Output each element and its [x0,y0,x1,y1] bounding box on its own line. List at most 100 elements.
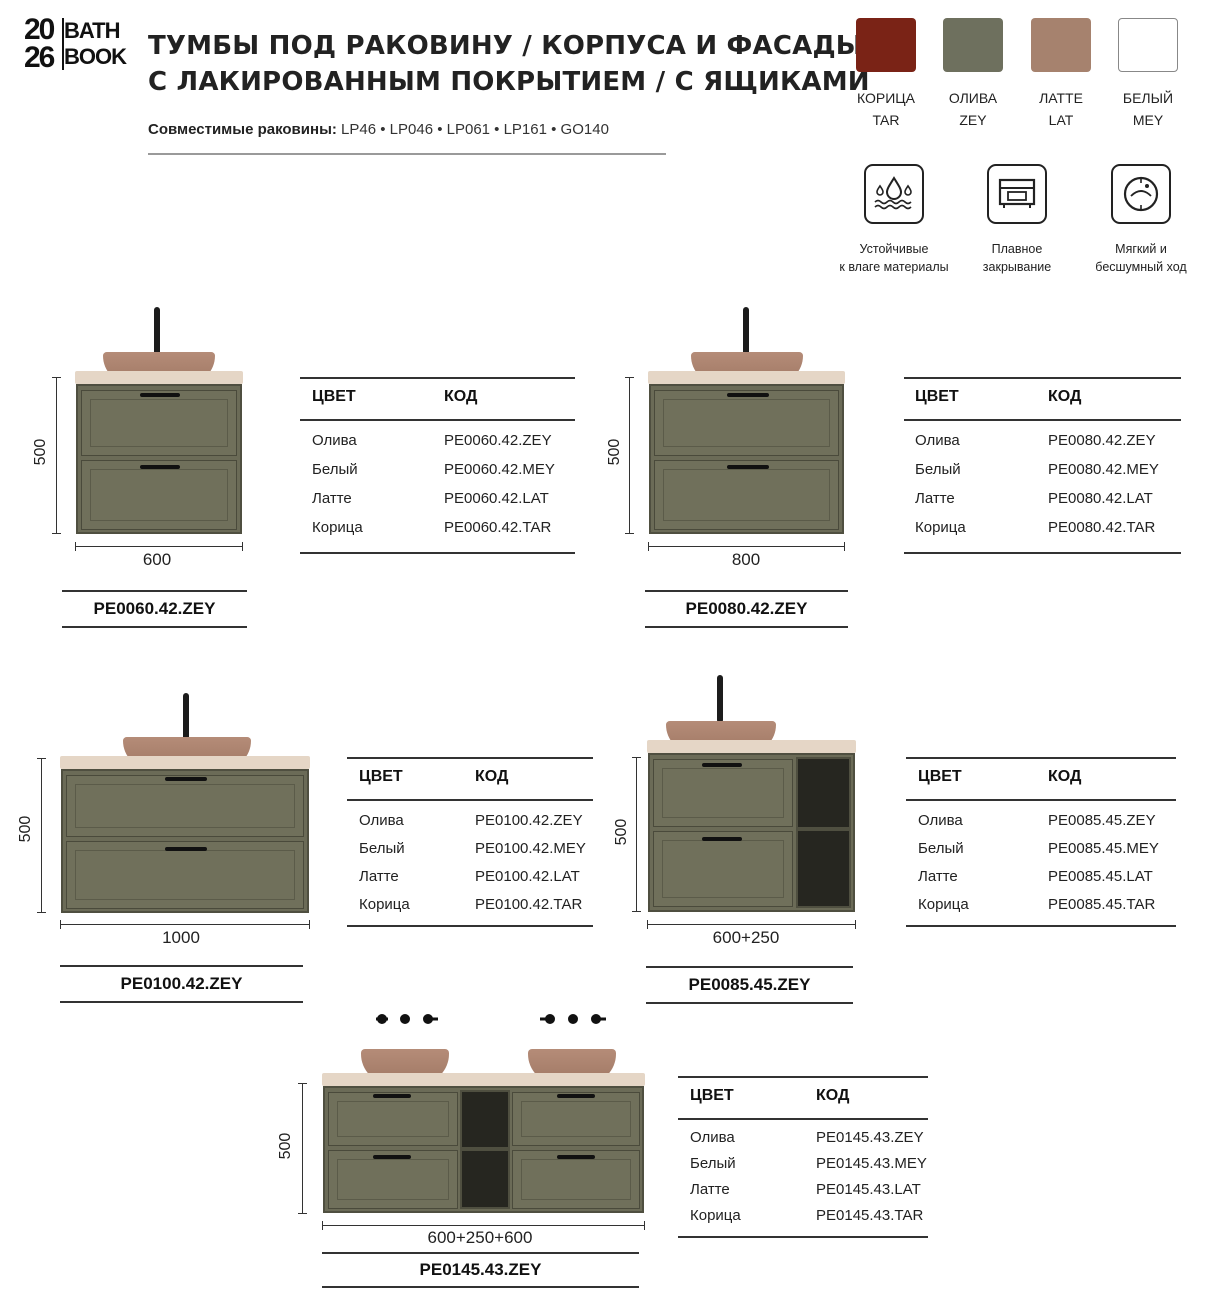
row-code: PE0145.43.ZEY [816,1129,924,1146]
table-row: Олива PE0100.42.ZEY [347,807,593,835]
table-header: ЦВЕТ КОД [906,759,1176,801]
width-label: 600+250+600 [427,1228,533,1247]
table-row: Олива PE0060.42.ZEY [300,427,575,455]
drawer-front [512,1092,640,1146]
drawer-handle [140,465,180,469]
height-label: 500 [606,438,623,466]
header-color: ЦВЕТ [359,768,403,785]
height-dimension-line [298,1083,307,1214]
row-code: PE0085.45.LAT [1048,868,1153,885]
swatch-oliva [943,18,1003,72]
height-dimension-line [625,377,634,534]
color-code: ZEY [959,112,987,128]
drawer-handle [165,777,207,781]
cabinet [648,753,855,912]
header-code: КОД [444,388,478,405]
table-row: Корица PE0100.42.TAR [347,891,593,919]
height-dimension-line [52,377,61,534]
drawer-front [66,775,304,837]
table-row: Олива PE0080.42.ZEY [904,427,1181,455]
cabinet [76,384,242,534]
open-shelf [460,1149,510,1209]
logo-word-top: BATH [64,18,120,43]
row-color: Белый [359,840,405,857]
model-code: PE0085.45.ZEY [646,966,853,1004]
drawer-front [654,390,839,456]
cabinet [61,769,309,913]
swatch-label-oliva: ОЛИВА ZEY [928,87,1018,131]
drawer-front [654,460,839,530]
table-row: Латте PE0060.42.LAT [300,485,575,513]
brand-logo: 20 26 BATH BOOK [24,15,128,74]
header-code: КОД [475,768,509,785]
row-code: PE0085.45.ZEY [1048,812,1156,829]
width-label: 600+250 [712,928,780,947]
model-code: PE0100.42.ZEY [60,965,303,1003]
table-row: Белый PE0145.43.MEY [678,1150,928,1178]
table-row: Олива PE0085.45.ZEY [906,807,1176,835]
swatch-latte [1031,18,1091,72]
row-code: PE0080.42.ZEY [1048,432,1156,449]
drawer-front [653,831,793,907]
row-code: PE0085.45.MEY [1048,840,1159,857]
feature-line: Плавное [991,242,1043,256]
model-code: PE0145.43.ZEY [322,1252,639,1288]
row-code: PE0080.42.TAR [1048,519,1156,536]
open-shelf [460,1090,510,1149]
row-code: PE0100.42.LAT [475,868,580,885]
title-line-2: С ЛАКИРОВАННЫМ ПОКРЫТИЕМ / С ЯЩИКАМИ [148,67,870,97]
drawer-front [653,759,793,827]
row-code: PE0060.42.ZEY [444,432,552,449]
row-code: PE0060.42.LAT [444,490,549,507]
header-color: ЦВЕТ [915,388,959,405]
row-code: PE0060.42.TAR [444,519,552,536]
width-label: 600 [142,550,172,569]
countertop [75,371,243,384]
feature-label-softclose: Плавное закрывание [947,240,1087,276]
color-code: TAR [872,112,900,128]
table-row: Белый PE0080.42.MEY [904,456,1181,484]
swatch-white [1118,18,1178,72]
color-code-table-pe0080: ЦВЕТ КОД Олива PE0080.42.ZEY Белый PE008… [904,377,1181,554]
feature-line: к влаге материалы [839,260,949,274]
height-label: 500 [17,815,34,843]
color-name: КОРИЦА [857,90,915,106]
table-row: Корица PE0080.42.TAR [904,514,1181,542]
feature-line: Мягкий и [1115,242,1167,256]
silent-glide-icon [1111,164,1171,224]
drawer-front [328,1150,458,1209]
table-header: ЦВЕТ КОД [300,379,575,421]
height-label: 500 [32,438,49,466]
row-code: PE0080.42.LAT [1048,490,1153,507]
color-name: ЛАТТЕ [1039,90,1083,106]
row-code: PE0060.42.MEY [444,461,555,478]
compatible-sinks-label: Совместимые раковины: [148,121,337,138]
drawer-front [81,460,237,530]
drawer-front [66,841,304,909]
drawer-handle [557,1155,595,1159]
countertop [647,740,856,753]
row-color: Олива [690,1129,735,1146]
table-header: ЦВЕТ КОД [678,1078,928,1120]
row-color: Корица [690,1207,741,1224]
color-name: ОЛИВА [948,90,998,106]
compatible-sinks: Совместимые раковины: LP46 • LP046 • LP0… [148,121,609,138]
row-color: Латте [918,868,958,885]
drawer-handle [373,1094,411,1098]
row-color: Латте [359,868,399,885]
row-color: Белый [312,461,358,478]
cabinet [323,1086,644,1213]
row-color: Олива [312,432,357,449]
row-color: Корица [312,519,363,536]
model-code: PE0080.42.ZEY [645,590,848,628]
table-row: Латте PE0080.42.LAT [904,485,1181,513]
drawer-handle [727,465,769,469]
drawer-handle [373,1155,411,1159]
height-label: 500 [277,1132,294,1160]
drawer-handle [557,1094,595,1098]
soft-close-icon [987,164,1047,224]
row-color: Белый [918,840,964,857]
moisture-resistant-icon [864,164,924,224]
width-label: 1000 [162,928,200,947]
table-row: Корица PE0060.42.TAR [300,514,575,542]
